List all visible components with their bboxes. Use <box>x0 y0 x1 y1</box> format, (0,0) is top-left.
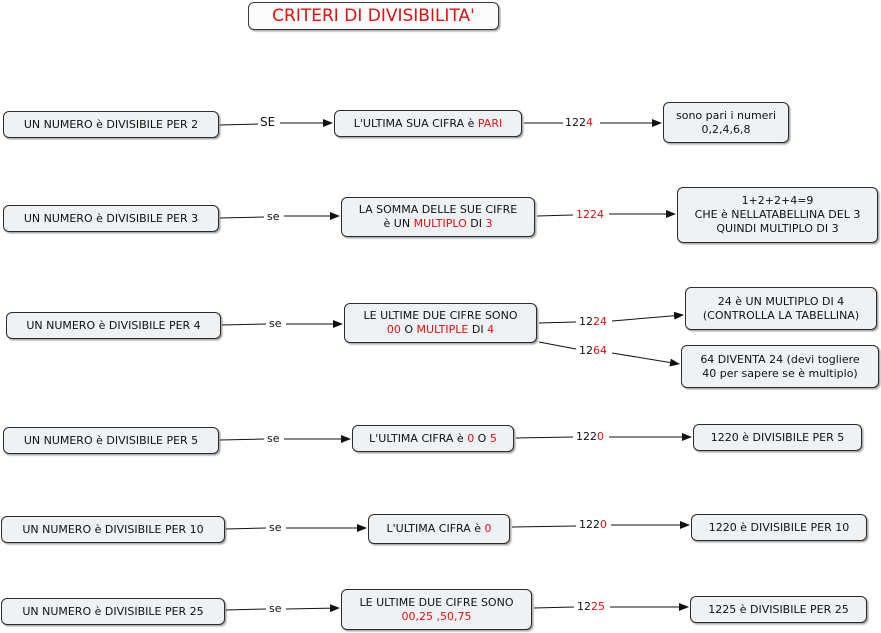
rule-node-10: UN NUMERO è DIVISIBILE PER 10 <box>1 516 225 543</box>
link-cond-4a <box>538 321 577 324</box>
connector-label-25: se <box>268 602 283 615</box>
connector-label-4: se <box>268 317 283 330</box>
connector-label-2: SE <box>259 115 277 129</box>
connector-label-3: se <box>266 210 281 223</box>
link-cond-3 <box>536 214 574 217</box>
link-rule-25 <box>225 608 267 611</box>
example-label-4a: 1224 <box>578 315 608 328</box>
link-rule-2 <box>219 123 259 126</box>
condition-node-2: L'ULTIMA SUA CIFRA è PARI <box>334 110 522 137</box>
rule-text-4: UN NUMERO è DIVISIBILE PER 4 <box>26 318 201 332</box>
example-label-3: 1224 <box>575 208 605 221</box>
result-node-25: 1225 è DIVISIBILE PER 25 <box>690 596 867 623</box>
link-rule-3 <box>219 216 265 219</box>
link-rule-5 <box>219 438 265 441</box>
rule-node-2: UN NUMERO è DIVISIBILE PER 2 <box>3 111 219 138</box>
rule-text-2: UN NUMERO è DIVISIBILE PER 2 <box>23 117 199 131</box>
link-rule-4 <box>221 323 267 326</box>
rule-text-3: UN NUMERO è DIVISIBILE PER 3 <box>23 211 199 225</box>
link-cond-5 <box>515 436 574 439</box>
link-cond-4b <box>538 341 577 350</box>
condition-text-10: L'ULTIMA CIFRA è 0 <box>386 522 492 535</box>
connector-label-10: se <box>268 521 283 534</box>
rule-node-5: UN NUMERO è DIVISIBILE PER 5 <box>3 427 219 454</box>
link-cond-4b-arrow <box>611 352 680 367</box>
rule-text-5: UN NUMERO è DIVISIBILE PER 5 <box>23 433 199 447</box>
link-cond-25 <box>533 606 575 609</box>
result-text-5: 1220 è DIVISIBILE PER 5 <box>710 430 845 444</box>
diagram-title-text: CRITERI DI DIVISIBILITA' <box>272 6 475 26</box>
link-cond-10 <box>511 525 577 528</box>
rule-text-25: UN NUMERO è DIVISIBILE PER 25 <box>22 604 204 618</box>
link-rule-10 <box>225 527 267 530</box>
example-label-2: 1224 <box>564 116 594 129</box>
result-text-25: 1225 è DIVISIBILE PER 25 <box>708 602 849 616</box>
link-rule-25-arrow <box>285 604 340 613</box>
example-label-4b: 1264 <box>578 344 608 357</box>
result-node-10: 1220 è DIVISIBILE PER 10 <box>691 514 867 541</box>
link-cond-4a-arrow <box>611 311 684 322</box>
rule-node-4: UN NUMERO è DIVISIBILE PER 4 <box>6 312 221 339</box>
condition-text-2: L'ULTIMA SUA CIFRA è PARI <box>353 116 503 130</box>
rule-node-3: UN NUMERO è DIVISIBILE PER 3 <box>3 205 219 232</box>
condition-text-5: L'ULTIMA CIFRA è 0 O 5 <box>369 431 497 445</box>
result-node-5: 1220 è DIVISIBILE PER 5 <box>693 424 862 451</box>
result-text-10: 1220 è DIVISIBILE PER 10 <box>708 520 850 534</box>
example-label-10: 1220 <box>578 518 608 531</box>
result-node-4a: 24 è UN MULTIPLO DI 4(CONTROLLA LA TABEL… <box>685 287 877 330</box>
example-label-25: 1225 <box>576 600 606 613</box>
result-text-4a: 24 è UN MULTIPLO DI 4(CONTROLLA LA TABEL… <box>702 294 860 322</box>
example-label-5: 1220 <box>575 430 605 443</box>
rule-node-25: UN NUMERO è DIVISIBILE PER 25 <box>1 598 225 625</box>
rule-text-10: UN NUMERO è DIVISIBILE PER 10 <box>22 522 204 536</box>
connector-label-5: se <box>266 432 281 445</box>
diagram-title: CRITERI DI DIVISIBILITA' <box>248 2 499 30</box>
condition-node-5: L'ULTIMA CIFRA è 0 O 5 <box>352 425 514 452</box>
condition-node-10: L'ULTIMA CIFRA è 0 <box>368 514 510 544</box>
